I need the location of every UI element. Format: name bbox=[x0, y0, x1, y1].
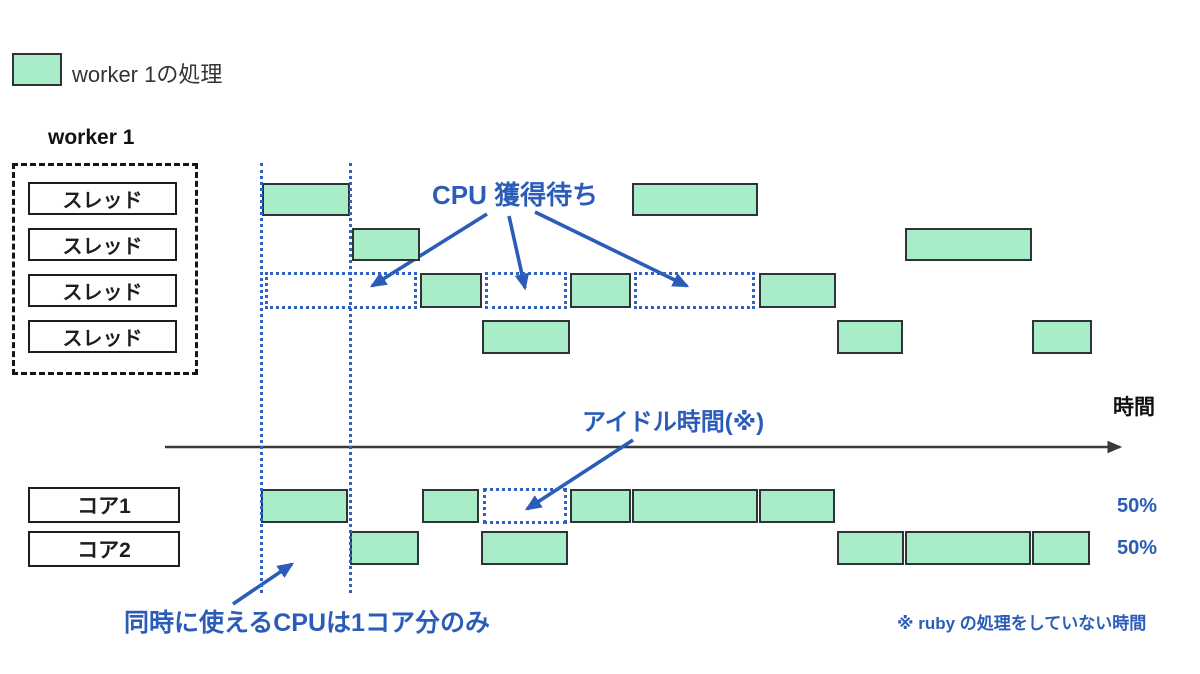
core-1-work-block bbox=[632, 489, 758, 523]
core-capacity-guide-1 bbox=[260, 163, 263, 593]
core1-usage-label: 50% bbox=[1117, 495, 1158, 517]
thread-label-box-3: スレッド bbox=[28, 274, 177, 307]
thread-1-work-block bbox=[262, 183, 350, 216]
core-1-work-block bbox=[261, 489, 348, 523]
time-axis-label: 時間 bbox=[1113, 396, 1155, 419]
thread-label-box-2: スレッド bbox=[28, 228, 177, 261]
one-core-label: 同時に使えるCPUは1コア分のみ bbox=[124, 609, 490, 637]
idle-time-label: アイドル時間(※) bbox=[582, 409, 765, 436]
worker-group-title: worker 1 bbox=[48, 126, 135, 149]
worker-group-dashed-box bbox=[12, 163, 198, 375]
core-1-cpu-wait-box bbox=[483, 488, 567, 524]
legend-worker-swatch bbox=[12, 53, 62, 86]
thread-3-work-block bbox=[570, 273, 631, 308]
core-2-work-block bbox=[905, 531, 1031, 565]
thread-label-box-4: スレッド bbox=[28, 320, 177, 353]
thread-3-work-block bbox=[420, 273, 482, 308]
core-1-work-block bbox=[759, 489, 835, 523]
footnote-label: ※ ruby の処理をしていない時間 bbox=[897, 614, 1147, 633]
thread-3-work-block bbox=[759, 273, 836, 308]
cpu-wait-label: CPU 獲得待ち bbox=[432, 180, 599, 210]
core2-usage-label: 50% bbox=[1117, 537, 1158, 559]
core-2-work-block bbox=[481, 531, 568, 565]
core-label-box-1: コア1 bbox=[28, 487, 180, 523]
core-label-box-2: コア2 bbox=[28, 531, 180, 567]
core-2-work-block bbox=[350, 531, 419, 565]
thread-label-box-1: スレッド bbox=[28, 182, 177, 215]
core-2-work-block bbox=[1032, 531, 1090, 565]
thread-3-cpu-wait-box bbox=[485, 272, 567, 309]
thread-1-work-block bbox=[632, 183, 758, 216]
core-2-work-block bbox=[837, 531, 904, 565]
legend-worker-label: worker 1の処理 bbox=[72, 62, 223, 87]
core-1-work-block bbox=[422, 489, 479, 523]
thread-4-work-block bbox=[482, 320, 570, 354]
thread-4-work-block bbox=[1032, 320, 1092, 354]
thread-4-work-block bbox=[837, 320, 903, 354]
thread-2-work-block bbox=[905, 228, 1032, 261]
thread-3-cpu-wait-box bbox=[634, 272, 755, 309]
thread-2-work-block bbox=[352, 228, 420, 261]
core-capacity-guide-2 bbox=[349, 163, 352, 593]
core-1-work-block bbox=[570, 489, 631, 523]
thread-3-cpu-wait-box bbox=[265, 272, 417, 309]
